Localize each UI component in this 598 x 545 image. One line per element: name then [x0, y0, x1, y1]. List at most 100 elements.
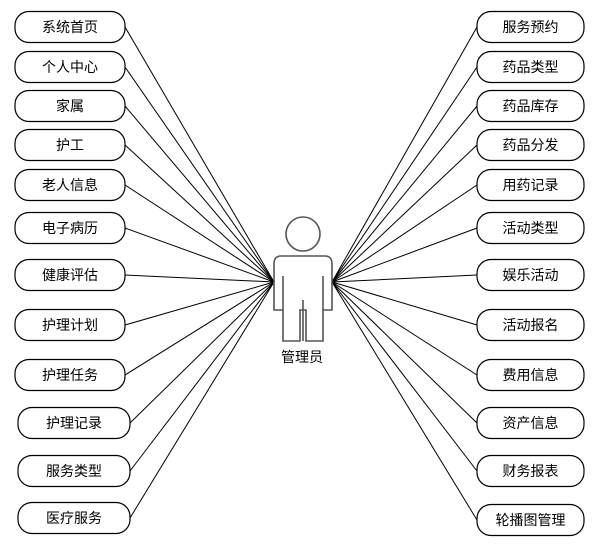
right-node-box [476, 168, 585, 202]
right-node-label: 用药记录 [503, 178, 559, 194]
right-node-1: 药品类型 [476, 50, 585, 84]
right-node-4: 用药记录 [476, 168, 585, 202]
left-edge-0 [124, 26, 275, 283]
left-node-label: 护理记录 [46, 416, 102, 432]
left-node-2: 家属 [14, 89, 126, 123]
right-node-box [476, 406, 585, 440]
admin-actor: 管理员 [273, 216, 333, 366]
left-node-label: 家属 [56, 98, 84, 115]
right-node-label: 财务报表 [503, 464, 559, 480]
right-node-box [476, 503, 585, 537]
right-node-10: 财务报表 [476, 454, 585, 488]
left-node-10: 服务类型 [17, 454, 131, 488]
right-node-label: 费用信息 [503, 367, 559, 384]
right-node-label: 服务预约 [503, 20, 559, 36]
left-node-7: 护理计划 [14, 308, 126, 342]
left-node-label: 老人信息 [42, 177, 98, 194]
left-node-box [14, 168, 126, 202]
left-node-box [14, 50, 126, 84]
right-node-label: 药品库存 [503, 99, 559, 115]
left-node-label: 电子病历 [42, 221, 98, 237]
left-node-box [17, 406, 131, 440]
left-edge-11 [129, 281, 275, 519]
left-edge-6 [124, 274, 275, 283]
left-edge-1 [124, 66, 275, 283]
right-node-box [476, 89, 585, 123]
left-node-box [14, 358, 126, 392]
right-edge-4 [331, 184, 478, 283]
right-edge-1 [331, 66, 478, 283]
actor-body [273, 255, 333, 342]
left-node-4: 老人信息 [14, 168, 126, 202]
left-node-box [14, 308, 126, 342]
left-edge-2 [124, 105, 275, 283]
right-node-box [476, 128, 585, 162]
left-node-11: 医疗服务 [17, 501, 131, 535]
left-edge-7 [124, 281, 275, 326]
right-edge-11 [331, 281, 478, 521]
function-nodes: 系统首页个人中心家属护工老人信息电子病历健康评估护理计划护理任务护理记录服务类型… [14, 10, 585, 537]
right-edge-8 [331, 281, 478, 376]
right-node-label: 资产信息 [503, 415, 559, 432]
left-edge-10 [129, 281, 275, 472]
left-node-box [17, 454, 131, 488]
right-edge-2 [331, 105, 478, 283]
association-lines [124, 26, 478, 521]
actor-head [285, 216, 321, 252]
left-node-label: 护理任务 [42, 368, 98, 384]
right-edge-10 [331, 281, 478, 472]
left-node-9: 护理记录 [17, 406, 131, 440]
right-node-label: 活动类型 [503, 221, 559, 237]
right-node-label: 娱乐活动 [503, 268, 559, 284]
left-edge-4 [124, 184, 275, 283]
left-node-3: 护工 [14, 128, 126, 162]
right-node-box [476, 50, 585, 84]
left-node-5: 电子病历 [14, 211, 126, 245]
left-node-box [14, 89, 126, 123]
right-edge-5 [331, 227, 478, 283]
actor-label: 管理员 [281, 350, 323, 366]
right-node-label: 活动报名 [503, 318, 559, 334]
left-node-box [14, 258, 126, 292]
right-node-box [476, 454, 585, 488]
left-node-label: 系统首页 [42, 20, 98, 36]
left-node-1: 个人中心 [14, 50, 126, 84]
left-node-6: 健康评估 [14, 258, 126, 292]
right-node-3: 药品分发 [476, 128, 585, 162]
left-edge-9 [129, 281, 275, 424]
right-edge-6 [331, 274, 478, 283]
left-node-0: 系统首页 [14, 10, 126, 44]
right-node-box [476, 358, 585, 392]
right-node-box [476, 211, 585, 245]
left-node-label: 医疗服务 [46, 511, 102, 527]
right-node-8: 费用信息 [476, 358, 585, 392]
left-node-box [14, 128, 126, 162]
left-edge-5 [124, 227, 275, 283]
left-edge-8 [124, 281, 275, 376]
right-edge-7 [331, 281, 478, 326]
right-node-box [476, 308, 585, 342]
left-node-label: 护工 [56, 138, 84, 154]
left-node-label: 服务类型 [46, 464, 102, 480]
right-node-label: 药品类型 [503, 60, 559, 76]
right-node-6: 娱乐活动 [476, 258, 585, 292]
right-node-box [476, 10, 585, 44]
left-node-box [14, 10, 126, 44]
right-edge-3 [331, 144, 478, 283]
left-node-8: 护理任务 [14, 358, 126, 392]
left-edge-3 [124, 144, 275, 283]
right-edge-9 [331, 281, 478, 424]
right-node-11: 轮播图管理 [476, 503, 585, 537]
left-node-box [17, 501, 131, 535]
right-node-label: 轮播图管理 [496, 513, 566, 529]
right-node-box [476, 258, 585, 292]
left-node-label: 健康评估 [42, 267, 98, 284]
right-node-label: 药品分发 [503, 138, 559, 154]
right-node-7: 活动报名 [476, 308, 585, 342]
right-node-5: 活动类型 [476, 211, 585, 245]
right-node-9: 资产信息 [476, 406, 585, 440]
left-node-box [14, 211, 126, 245]
right-edge-0 [331, 26, 478, 283]
left-node-label: 个人中心 [42, 60, 98, 76]
